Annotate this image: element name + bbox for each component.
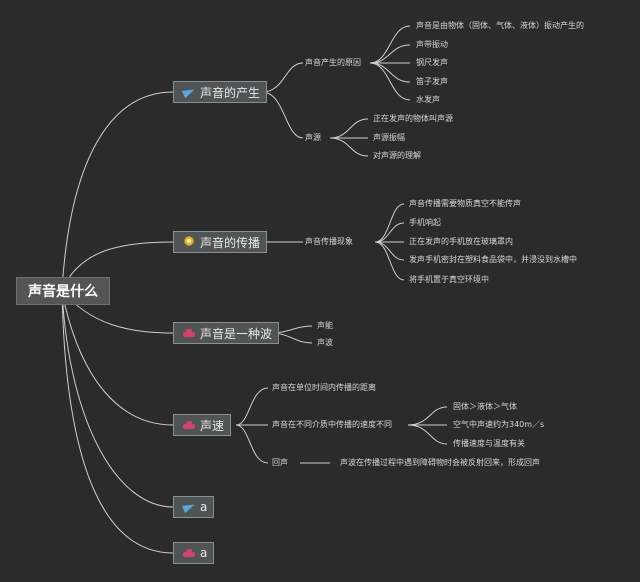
source-item[interactable]: 声源振幅 bbox=[373, 133, 405, 142]
propagation-item[interactable]: 发声手机密封在塑料食品袋中，并浸没到水槽中 bbox=[409, 255, 577, 264]
plane-icon bbox=[182, 500, 196, 514]
topic-sound-speed[interactable]: 声速 bbox=[173, 414, 232, 436]
car-icon bbox=[182, 546, 196, 560]
wave-item[interactable]: 声能 bbox=[317, 321, 333, 330]
source-item[interactable]: 正在发声的物体叫声源 bbox=[373, 114, 453, 123]
topic-sound-production[interactable]: 声音的产生 bbox=[173, 81, 268, 103]
subtopic-cause[interactable]: 声音产生的原因 bbox=[305, 58, 361, 67]
wave-item[interactable]: 声波 bbox=[317, 338, 333, 347]
media-item[interactable]: 空气中声速约为340m／s bbox=[453, 420, 545, 429]
topic-a-2[interactable]: a bbox=[173, 542, 215, 564]
plane-icon bbox=[182, 85, 196, 99]
car-icon bbox=[182, 326, 196, 340]
topic-a-1[interactable]: a bbox=[173, 496, 215, 518]
propagation-item[interactable]: 声音传播需要物质真空不能传声 bbox=[409, 199, 521, 208]
echo-description[interactable]: 声波在传播过程中遇到障碍物时会被反射回来，形成回声 bbox=[340, 458, 540, 467]
cause-item[interactable]: 钢尺发声 bbox=[416, 58, 448, 67]
source-item[interactable]: 对声源的理解 bbox=[373, 151, 421, 160]
cause-item[interactable]: 水发声 bbox=[416, 95, 440, 104]
root-topic[interactable]: 声音是什么 bbox=[16, 277, 110, 305]
media-item[interactable]: 传播速度与温度有关 bbox=[453, 439, 525, 448]
medal-icon bbox=[182, 235, 196, 249]
propagation-item[interactable]: 手机响起 bbox=[409, 218, 441, 227]
subtopic-propagation-phenomenon[interactable]: 声音传播现象 bbox=[305, 237, 353, 246]
speed-echo[interactable]: 回声 bbox=[272, 458, 288, 467]
topic-sound-propagation[interactable]: 声音的传播 bbox=[173, 231, 268, 253]
topic-label: 声音的产生 bbox=[200, 85, 261, 100]
topic-sound-wave[interactable]: 声音是一种波 bbox=[173, 322, 280, 344]
cause-item[interactable]: 声带振动 bbox=[416, 40, 448, 49]
propagation-item[interactable]: 将手机置于真空环境中 bbox=[409, 275, 489, 284]
propagation-item[interactable]: 正在发声的手机放在玻璃罩内 bbox=[409, 237, 513, 246]
speed-definition[interactable]: 声音在单位时间内传播的距离 bbox=[272, 383, 376, 392]
cause-item[interactable]: 笛子发声 bbox=[416, 77, 448, 86]
media-item[interactable]: 固体＞液体＞气体 bbox=[453, 402, 517, 411]
topic-label: a bbox=[200, 546, 208, 560]
topic-label: 声音是一种波 bbox=[200, 326, 273, 341]
topic-label: a bbox=[200, 500, 208, 514]
subtopic-source[interactable]: 声源 bbox=[305, 133, 321, 142]
topic-label: 声速 bbox=[200, 418, 225, 433]
speed-media[interactable]: 声音在不同介质中传播的速度不同 bbox=[272, 420, 392, 429]
car-icon bbox=[182, 418, 196, 432]
cause-item[interactable]: 声音是由物体（固体、气体、液体）振动产生的 bbox=[416, 21, 584, 30]
topic-label: 声音的传播 bbox=[200, 235, 261, 250]
